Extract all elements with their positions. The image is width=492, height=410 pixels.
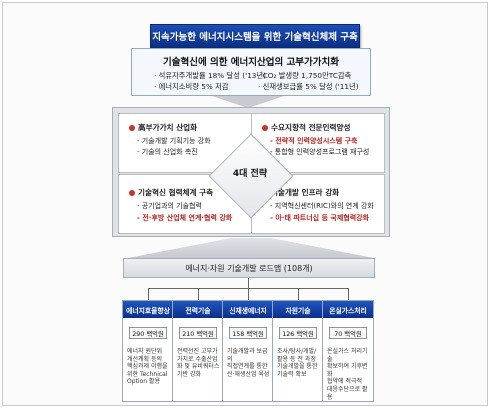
strategy-center-label: 4대 전략 — [232, 169, 268, 179]
program-budget: 210 백억원 — [179, 327, 217, 339]
strategy-title: 高부가가치 산업화 — [129, 122, 197, 133]
connector-line — [198, 288, 199, 300]
goal-item: · 에너지소비량 5% 저감 — [154, 82, 229, 91]
program-name: 온실가스처리 — [323, 301, 373, 318]
vision-title: 지속가능한 에너지시스템을 위한 기술혁신체제 구축 — [150, 24, 360, 48]
strategy-item: - 기술의 산업화 촉진 — [137, 148, 198, 156]
program-budget: 70 백억원 — [329, 327, 367, 339]
program-name: 에너지효율향상 — [123, 301, 173, 318]
connector-line — [298, 288, 299, 300]
program-desc: 에너지 원단위 개선계획 등의 핵심과제 이행을 위한 Technical Op… — [127, 348, 168, 386]
program-name: 자원기술 — [273, 301, 323, 318]
program-desc: 조사/탐사/개발/ 활용 등 전 과정 기술개발을 통한 기술력 확보 — [277, 348, 318, 378]
bullet-icon — [262, 125, 268, 131]
strategy-item: - 통합형 인력양성프로그램 재구성 — [270, 148, 370, 156]
strategy-item: - 공기업과의 기술협력 — [137, 202, 202, 210]
program-card: 에너지효율향상 290 백억원 에너지 원단위 개선계획 등의 핵심과제 이행을… — [122, 300, 174, 402]
roadmap-bar: 에너지·자원 기술개발 로드맵 (108개) — [123, 258, 375, 278]
goal-item: · 신재생보급률 5% 달성 ('11년) — [258, 82, 359, 91]
strategy-item: - 전·후방 산업체 연계·협력 강화 — [137, 214, 233, 222]
program-card: 자원기술 126 백억원 조사/탐사/개발/ 활용 등 전 과정 기술개발을 통… — [272, 300, 324, 402]
connector-line — [348, 288, 349, 300]
program-budget: 126 백억원 — [279, 327, 317, 339]
program-card: 전력기술 210 백억원 전력선진 고부가 가치로 수출산업 화 및 유비쿼터스… — [172, 300, 224, 402]
program-budget: 290 백억원 — [129, 327, 167, 339]
program-desc: 전력선진 고부가 가치로 수출산업 화 및 유비쿼터스 기반 강화 — [177, 348, 220, 378]
strategy-panel: 高부가가치 산업화 - 기술개발 기획기능 강화 - 기술의 산업화 촉진 수요… — [112, 107, 390, 237]
program-budget: 158 백억원 — [229, 327, 267, 339]
connector-line — [248, 288, 249, 300]
goal-box: 기술혁신에 의한 에너지산업의 고부가가치화 · 석유자주개발률 18% 달성 … — [131, 48, 371, 96]
program-card: 온실가스처리 70 백억원 온실가스 처리기술 확보하여 기후변화 협약에 적극… — [322, 300, 374, 402]
connector-line — [148, 288, 149, 300]
program-desc: 기술개발과 보급의 직접연계를 통한 신·재생산업 육성 — [227, 348, 270, 378]
down-arrow-icon — [212, 96, 284, 108]
strategy-title: 수요지향적 전문인력양성 — [262, 122, 351, 133]
program-name: 신재생에너지 — [223, 301, 273, 318]
program-desc: 온실가스 처리기술 확보하여 기후변화 협약에 적극적 대응수단으로 활용 — [327, 348, 368, 401]
strategy-item: - 전략적 인력양성시스템 구축 — [270, 137, 358, 145]
program-name: 전력기술 — [173, 301, 223, 318]
bullet-icon — [129, 190, 135, 196]
strategy-item: - 기술개발 기획기능 강화 — [137, 137, 211, 145]
strategy-quadrant: 기술혁신 협력체계 구축 - 공기업과의 기술협력 - 전·후방 산업체 연계·… — [118, 174, 252, 234]
connector-line — [248, 278, 249, 288]
bullet-icon — [129, 125, 135, 131]
goal-item: · CO₂ 발생량 1,750만TC감축 — [258, 71, 352, 80]
strategy-item: - 지역혁신센터(RIC)와의 연계 강화 — [270, 202, 374, 210]
goal-item: · 석유자주개발률 18% 달성 ('13년) — [154, 71, 266, 80]
goal-title: 기술혁신에 의한 에너지산업의 고부가가치화 — [163, 57, 339, 68]
program-card: 신재생에너지 158 백억원 기술개발과 보급의 직접연계를 통한 신·재생산업… — [222, 300, 274, 402]
strategy-item: - 아·태 파트너십 등 국제협력강화 — [270, 214, 370, 222]
strategy-title: 기술혁신 협력체계 구축 — [129, 187, 213, 198]
